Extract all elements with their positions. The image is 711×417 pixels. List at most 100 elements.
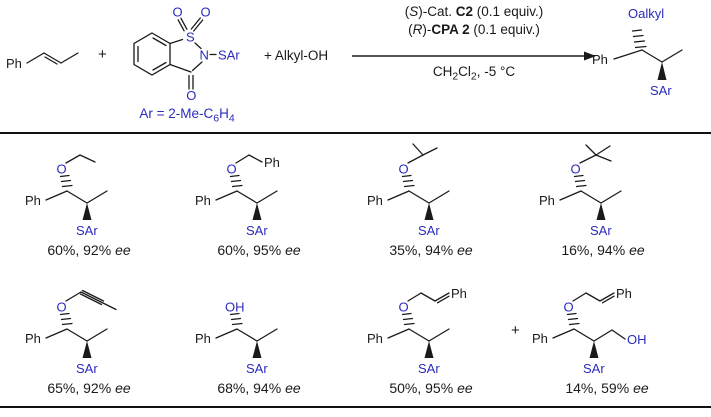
- top-divider: [0, 132, 711, 134]
- phenyl-label: Ph: [25, 193, 41, 208]
- ee-text: ee: [633, 380, 649, 396]
- sar-label: SAr: [583, 361, 605, 376]
- ar-note-sub4: 4: [228, 112, 235, 125]
- reaction-arrow: [352, 51, 596, 61]
- carbonyl-oxygen-label: O: [186, 88, 196, 103]
- cond3-sub-b: 2: [470, 70, 477, 83]
- product-1-structure: O Ph SAr: [25, 154, 108, 238]
- scheme-product-skeleton: [613, 29, 683, 63]
- conditions-line-3: CH2Cl2, -5 °C: [352, 64, 596, 83]
- product-4-structure: O Ph SAr: [539, 144, 622, 238]
- cond2-tail: (0.1 equiv.): [469, 22, 540, 37]
- ee-text: ee: [457, 380, 473, 396]
- phenyl-label: Ph: [195, 331, 211, 346]
- product-cell-6: OH Ph SAr 68%, 94% ee: [180, 280, 338, 397]
- cond3-temp: , -5 °C: [476, 64, 516, 79]
- product-5-structure: O Ph SAr: [25, 289, 117, 376]
- phenyl-label: Ph: [367, 331, 383, 346]
- yield-ee-caption: 60%, 92% ee: [47, 242, 130, 258]
- wedge-bond: [252, 341, 262, 358]
- ee-text: ee: [115, 380, 131, 396]
- ether-oxygen-label: O: [564, 300, 574, 315]
- product-cell-5: O Ph SAr 65%, 92% ee: [10, 280, 168, 396]
- ar-note-text: Ar = 2-Me-C: [139, 106, 214, 121]
- ee-text: ee: [457, 242, 473, 258]
- ether-oxygen-label: O: [227, 162, 237, 177]
- cinnamyl-phenyl-label: Ph: [451, 286, 467, 301]
- product-cell-3: O Ph SAr 35%, 94% ee: [352, 142, 510, 258]
- yield-text: 68%, 94%: [217, 380, 286, 396]
- primary-hydroxyl-label: OH: [627, 332, 647, 347]
- product-cell-8: O Ph Ph OH SAr 14%, 59% ee: [526, 280, 688, 396]
- yield-ee-caption: 68%, 94% ee: [217, 380, 300, 396]
- sar-label: SAr: [418, 223, 440, 238]
- cond1-mid: )-Cat.: [418, 4, 456, 19]
- product-8-structure: O Ph Ph OH SAr: [532, 286, 647, 376]
- sar-label: SAr: [76, 361, 98, 376]
- plus-sign-1: +: [98, 46, 107, 63]
- product-3-skeleton: [387, 143, 450, 204]
- ar-definition-note: Ar = 2-Me-C6H4: [112, 106, 262, 125]
- ee-text: ee: [285, 242, 301, 258]
- wedge-bond: [82, 203, 92, 220]
- conditions-line-2: (R)-CPA 2 (0.1 equiv.): [352, 22, 596, 37]
- cinnamyl-phenyl-label: Ph: [616, 286, 632, 301]
- yield-ee-caption: 65%, 92% ee: [47, 380, 130, 396]
- yield-ee-caption: 16%, 94% ee: [561, 242, 644, 258]
- product-4-skeleton: [559, 144, 622, 204]
- sar-label: SAr: [76, 223, 98, 238]
- ee-text: ee: [285, 380, 301, 396]
- sar-label: SAr: [590, 223, 612, 238]
- cond2-stereo: R: [412, 22, 423, 37]
- ether-oxygen-label: O: [399, 300, 409, 315]
- yield-ee-caption: 14%, 59% ee: [565, 380, 648, 396]
- sulfur-label: S: [186, 30, 195, 45]
- yield-text: 65%, 92%: [47, 380, 116, 396]
- yield-text: 60%, 95%: [217, 242, 286, 258]
- phenyl-label: Ph: [539, 193, 555, 208]
- product-1-skeleton: [45, 154, 108, 204]
- bottom-divider: [0, 406, 711, 408]
- cond2-catalyst: CPA 2: [431, 22, 470, 37]
- cond3-sub-a: 2: [452, 70, 459, 83]
- product-sar-label: SAr: [650, 83, 672, 98]
- cond3-ch: CH: [432, 64, 453, 79]
- yield-text: 60%, 92%: [47, 242, 116, 258]
- wedge-bond: [657, 62, 667, 80]
- phenyl-label: Ph: [532, 331, 548, 346]
- sar-label: SAr: [418, 361, 440, 376]
- wedge-bond: [82, 341, 92, 358]
- cond1-catalyst: C2: [455, 4, 473, 19]
- product-7-structure: O Ph Ph SAr: [367, 286, 467, 376]
- sulfonyl-oxygen-left-label: O: [173, 5, 183, 20]
- cond3-cl: Cl: [458, 64, 471, 79]
- wedge-bond: [596, 203, 606, 220]
- sulfenylating-reagent-structure: O O S N SAr O: [133, 5, 240, 103]
- wedge-bond: [424, 341, 434, 358]
- styrene-structure: Ph: [6, 52, 79, 71]
- alkene-bond-skeleton: [26, 52, 79, 65]
- yield-ee-caption: 50%, 95% ee: [389, 380, 472, 396]
- product-cell-2: O Ph Ph SAr 60%, 95% ee: [180, 142, 338, 258]
- sar-group-label: SAr: [218, 48, 240, 63]
- arrowhead: [584, 51, 596, 61]
- ether-oxygen-label: O: [57, 162, 67, 177]
- cond1-open: (: [404, 4, 410, 19]
- product-cell-7: O Ph Ph SAr 50%, 95% ee: [352, 280, 510, 396]
- yield-text: 50%, 95%: [389, 380, 458, 396]
- phenyl-label: Ph: [195, 193, 211, 208]
- yield-text: 14%, 59%: [565, 380, 634, 396]
- product-3-structure: O Ph SAr: [367, 143, 450, 238]
- ar-note-h: H: [219, 106, 229, 121]
- yield-text: 35%, 94%: [389, 242, 458, 258]
- alkyl-oh-label: Alkyl-OH: [274, 48, 329, 63]
- plus-sign-2: +: [264, 48, 272, 63]
- wedge-bond: [252, 203, 262, 220]
- nitrogen-label: N: [200, 48, 209, 63]
- sar-label: SAr: [246, 223, 268, 238]
- phenyl-label: Ph: [25, 331, 41, 346]
- product-ph-label: Ph: [592, 52, 608, 67]
- ee-text: ee: [115, 242, 131, 258]
- product-7-skeleton: [387, 292, 450, 342]
